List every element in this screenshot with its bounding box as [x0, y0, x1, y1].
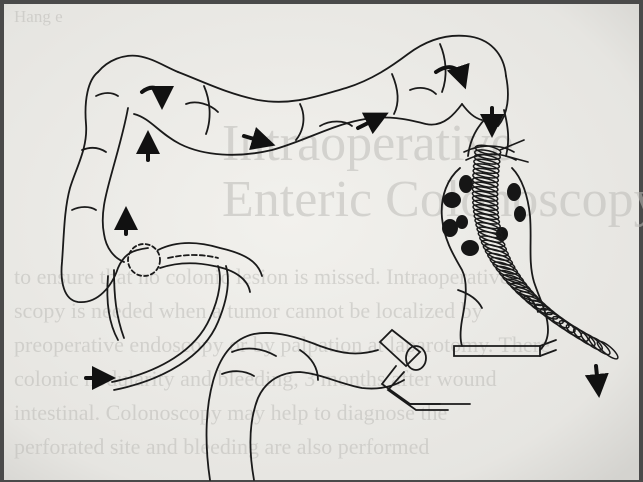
ghost-text-line: Hang e: [14, 7, 63, 26]
ghost-text-line: intestinal. Colonoscopy may help to diag…: [14, 400, 447, 425]
ghost-text-line: perforated site and bleeding are also pe…: [14, 434, 429, 459]
ghost-text-line: Enteric Colonoscopy: [222, 171, 643, 228]
ghost-text-line: preoperative endoscopy or by palpation a…: [14, 332, 550, 357]
